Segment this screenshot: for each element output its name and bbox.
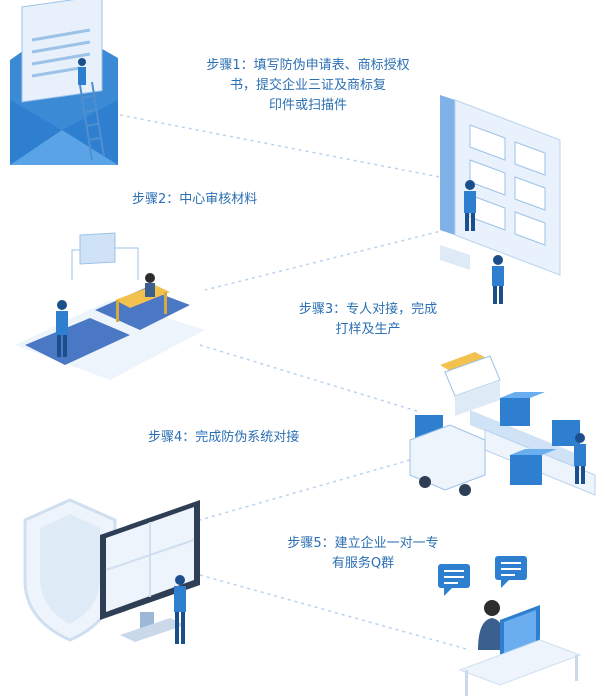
chat-bubble-icon <box>438 564 470 596</box>
step1-line2: 书，提交企业三证及商标复 <box>229 78 386 93</box>
step3-line2: 打样及生产 <box>335 322 401 337</box>
desk-meeting-illustration <box>15 232 205 380</box>
step3-text: 步骤3：专人对接，完成 打样及生产 <box>268 300 468 340</box>
connector-lines <box>119 114 471 651</box>
chat-bubble-icon <box>495 556 527 588</box>
step1-text: 步骤1：填写防伪申请表、商标授权 书，提交企业三证及商标复 印件或扫描件 <box>168 56 448 116</box>
step5-line1: 步骤5：建立企业一对一专 <box>287 536 439 551</box>
envelope-document-ladder-illustration <box>10 0 118 165</box>
step1-line3: 印件或扫描件 <box>268 98 347 113</box>
connector-line-1 <box>119 114 446 179</box>
connector-line-4 <box>199 459 411 521</box>
step5-line2: 有服务Q群 <box>331 556 395 571</box>
document-board-workers-illustration <box>440 95 561 304</box>
shield-monitor-illustration <box>23 498 200 644</box>
connector-line-5 <box>199 574 471 651</box>
production-line-truck-illustration <box>409 352 596 496</box>
step1-line1: 步骤1：填写防伪申请表、商标授权 <box>206 58 410 73</box>
step5-text: 步骤5：建立企业一对一专 有服务Q群 <box>268 534 458 574</box>
customer-service-chat-illustration <box>438 556 582 696</box>
ladder-icon <box>79 81 105 161</box>
step3-line1: 步骤3：专人对接，完成 <box>298 302 438 317</box>
connector-line-3 <box>199 344 421 413</box>
connector-line-2 <box>204 229 446 291</box>
step2-text: 步骤2：中心审核材料 <box>132 192 258 207</box>
step4-text: 步骤4：完成防伪系统对接 <box>148 430 300 445</box>
